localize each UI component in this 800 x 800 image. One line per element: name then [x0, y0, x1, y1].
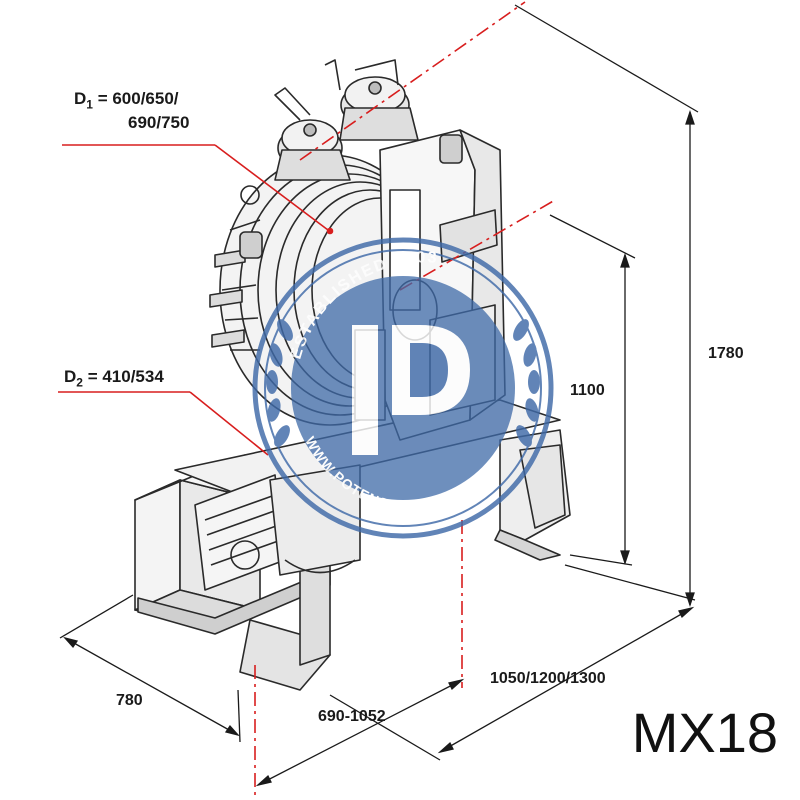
- d1-equals: =: [92, 89, 113, 108]
- rail-spacing-dimension: [257, 679, 463, 786]
- d2-value: 410/534: [102, 367, 164, 386]
- logo-letter-i: [352, 325, 378, 455]
- axis-height-label: 1100: [570, 382, 605, 399]
- depth-dimension: [64, 637, 239, 736]
- top-axis-centerline: [299, 1, 526, 161]
- sheave-axis-centerline: [399, 199, 556, 291]
- d2-subscript: 2: [76, 375, 83, 390]
- d1-label: D1 = 600/650/: [74, 88, 179, 115]
- centerlines: [254, 1, 556, 795]
- brake-units: [239, 59, 463, 259]
- d2-letter: D: [64, 367, 77, 386]
- model-title: MX18: [631, 701, 778, 764]
- d2-label: D2 = 410/534: [64, 366, 164, 393]
- gearbox-housing: [194, 464, 361, 591]
- width-label: 1050/1200/1300: [490, 670, 606, 687]
- rail-spacing-label: 690-1052: [318, 708, 386, 725]
- d1-letter: D: [74, 89, 87, 108]
- depth-label: 780: [116, 692, 143, 709]
- width-dimension: [439, 607, 693, 753]
- base-frame: [134, 399, 571, 691]
- watermark-logo: ESTABLISHED 2003 WWW.POTENSILIFT.COM: [252, 237, 554, 539]
- d1-value-line1: 600/650/: [112, 89, 179, 108]
- d1-subscript: 1: [86, 97, 93, 112]
- d1-leader-angle: [214, 144, 329, 231]
- laurel-icon: [266, 319, 540, 447]
- d2-leader-angle: [189, 391, 269, 456]
- d2-equals: =: [82, 367, 103, 386]
- d1-value-line2: 690/750: [128, 113, 190, 132]
- dimension-lines: [59, 4, 699, 787]
- leader-lines: [58, 144, 334, 456]
- total-height-label: 1780: [708, 345, 744, 362]
